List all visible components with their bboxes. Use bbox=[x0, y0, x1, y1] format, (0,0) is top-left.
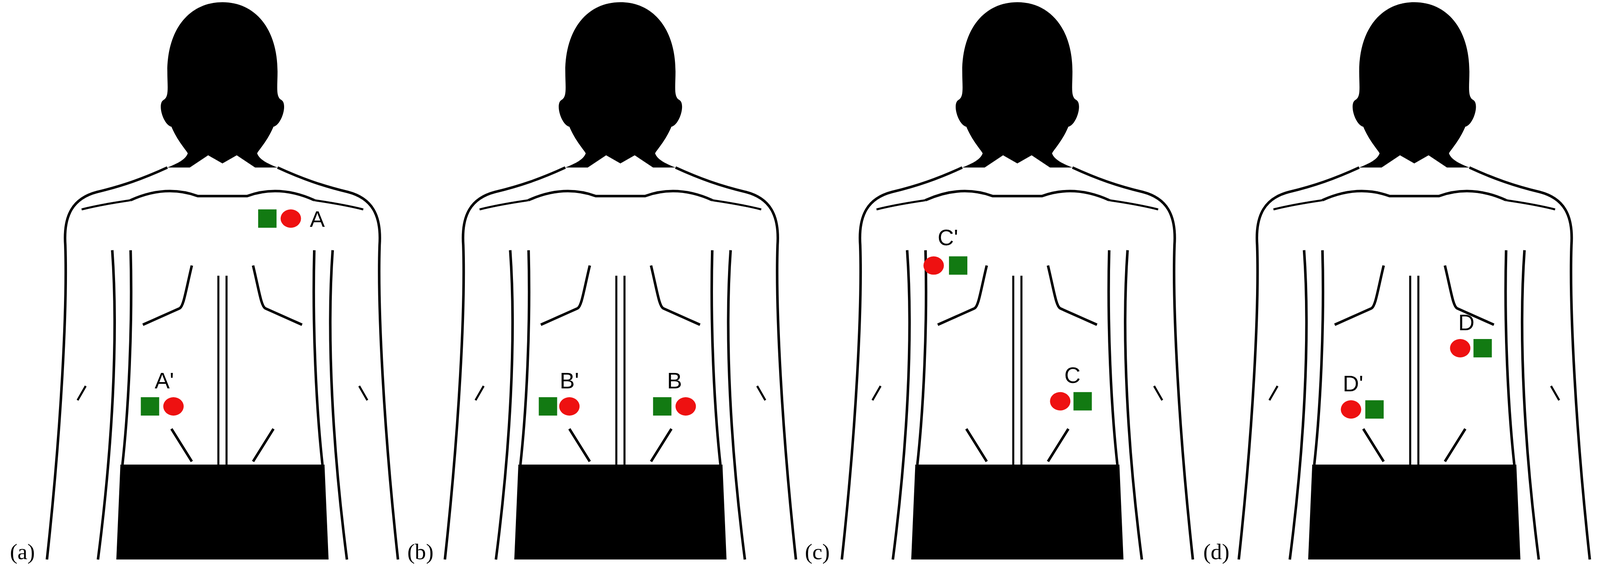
sensor-letter: C bbox=[1064, 364, 1081, 388]
torso-figure bbox=[1238, 2, 1590, 560]
torso-figure bbox=[841, 2, 1193, 560]
torso-figure bbox=[444, 2, 796, 560]
panel-label: (d) bbox=[1203, 541, 1230, 564]
sensor-letter: B bbox=[666, 369, 683, 393]
panel-label: (c) bbox=[805, 541, 831, 564]
sensor-letter: B' bbox=[559, 369, 580, 393]
sensor-letter: C' bbox=[937, 226, 959, 249]
sensor-letter: A bbox=[310, 208, 326, 231]
sensor-markers bbox=[141, 209, 1493, 419]
panel-label: (b) bbox=[407, 541, 434, 564]
sensor-letter: D' bbox=[1342, 372, 1364, 395]
sensor-letter: D bbox=[1458, 311, 1475, 334]
panel-label: (a) bbox=[10, 541, 36, 564]
sensor-letter: A' bbox=[154, 369, 175, 393]
torso-figure bbox=[46, 2, 398, 560]
